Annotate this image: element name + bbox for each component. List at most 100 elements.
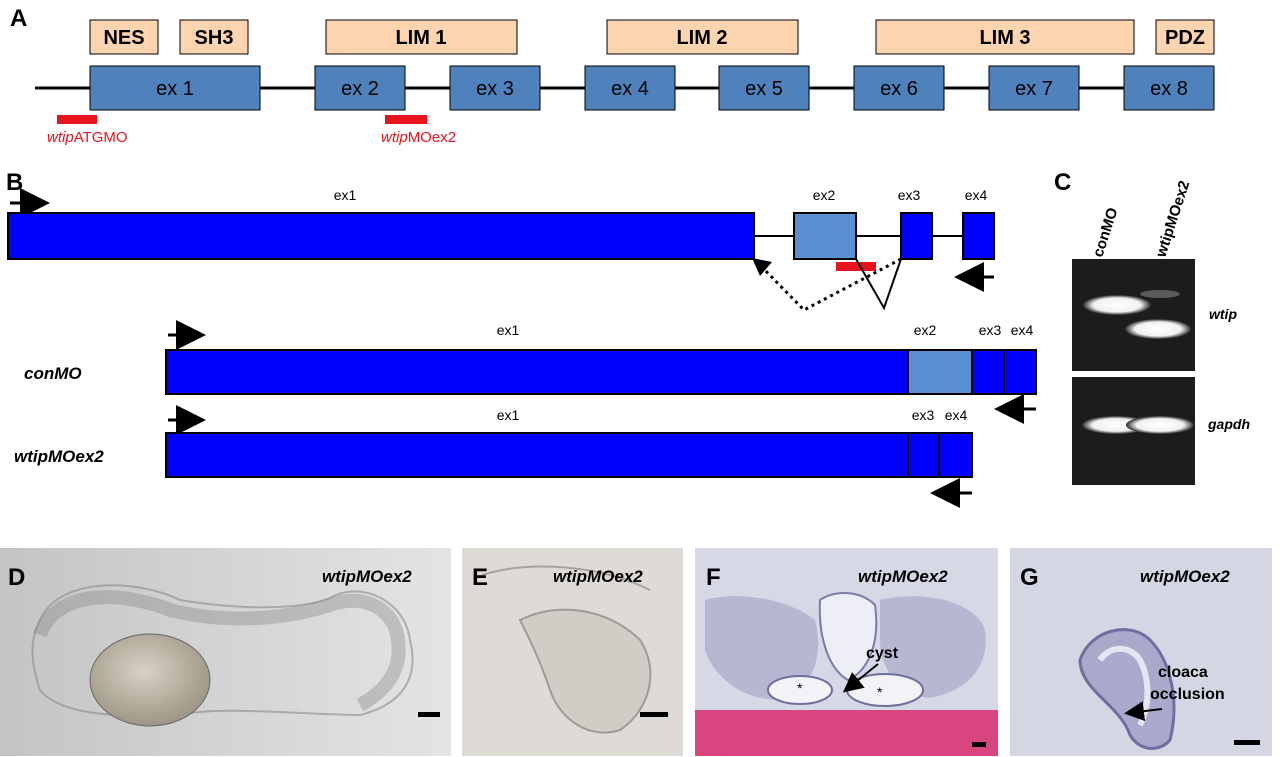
genomic-exon-4 xyxy=(962,212,995,260)
scale-bar xyxy=(418,712,440,717)
gel-wtip xyxy=(1072,259,1195,371)
ex2-morpholino-label: wtipMOex2 xyxy=(381,129,456,146)
panel-g-letter: G xyxy=(1020,564,1039,591)
he-pink-tissue xyxy=(695,710,998,756)
transcript-exon-2 xyxy=(907,349,973,395)
genomic-exon-2 xyxy=(793,212,857,260)
gel-column-label: conMO xyxy=(1090,205,1122,259)
domain-label: PDZ xyxy=(1165,27,1205,49)
asterisk-mark: * xyxy=(877,684,883,700)
panel-c: C conMO wtipMOex2 wtip gapdh xyxy=(1054,169,1250,485)
transcript-exon-label: ex4 xyxy=(945,407,968,423)
exon-2: ex 2 xyxy=(314,65,406,111)
conmo-transcript: conMO ex1 ex2 ex3 ex4 xyxy=(24,320,1037,424)
gel-background xyxy=(1072,259,1195,371)
domain-label: NES xyxy=(103,27,144,49)
panel-a: A NES SH3 LIM 1 LIM 2 LIM 3 xyxy=(10,5,1215,146)
transcript-exon-3 xyxy=(907,432,940,478)
domain-label: LIM 3 xyxy=(979,27,1030,49)
transcript-exon-label: ex3 xyxy=(979,322,1002,338)
mo-italic: wtip xyxy=(47,129,74,146)
transcript-exon-4 xyxy=(938,432,973,478)
exon-7: ex 7 xyxy=(988,65,1080,111)
gel-band-morphant xyxy=(1126,416,1194,434)
domain-sh3: SH3 xyxy=(179,19,249,55)
gel-band-faint xyxy=(1140,290,1180,298)
skip-splice-line xyxy=(755,257,902,312)
domain-label: LIM 1 xyxy=(395,27,446,49)
embryo-background xyxy=(0,548,451,756)
mo-suffix: MOex2 xyxy=(408,129,456,146)
exon-8: ex 8 xyxy=(1123,65,1215,111)
exon-6: ex 6 xyxy=(853,65,945,111)
transcript-exon-1 xyxy=(165,432,909,478)
exon-label: ex 8 xyxy=(1150,78,1188,100)
domain-label: SH3 xyxy=(195,27,234,49)
normal-splice-line xyxy=(855,258,902,311)
transcript-exon-label: ex1 xyxy=(497,407,520,423)
panel-d-letter: D xyxy=(8,564,25,591)
row-label: wtipMOex2 xyxy=(14,447,104,466)
exon-label: ex 7 xyxy=(1015,78,1053,100)
transcript-exon-label: ex4 xyxy=(1011,322,1034,338)
cyst-label: cyst xyxy=(866,645,899,662)
genomic-exon-label: ex4 xyxy=(965,187,988,203)
occlusion-arrow xyxy=(1124,701,1163,722)
genomic-exon-1 xyxy=(7,212,755,260)
dic-structure xyxy=(518,608,652,734)
exon-label: ex 4 xyxy=(611,78,649,100)
transcript-exon-4 xyxy=(1003,349,1037,395)
exon-label: ex 2 xyxy=(341,78,379,100)
cyst-lumen xyxy=(767,675,833,705)
row-label: conMO xyxy=(24,364,82,383)
gel-column-label: wtipMOex2 xyxy=(1152,179,1193,261)
exon-label: ex 1 xyxy=(156,78,194,100)
genomic-exon-label: ex2 xyxy=(813,187,836,203)
domain-lim2: LIM 2 xyxy=(606,19,799,55)
panel-b-letter: B xyxy=(6,169,23,196)
panel-a-letter: A xyxy=(10,5,27,32)
exon-4: ex 4 xyxy=(584,65,676,111)
genomic-exon-label: ex1 xyxy=(334,187,357,203)
gel-band-morphant xyxy=(1125,319,1191,339)
panel-d-photo: D wtipMOex2 xyxy=(0,548,451,756)
transcript-exon-label: ex3 xyxy=(912,407,935,423)
transcript-exon-3 xyxy=(971,349,1005,395)
panel-c-letter: C xyxy=(1054,169,1071,196)
domain-lim1: LIM 1 xyxy=(325,19,518,55)
gel-gapdh xyxy=(1072,377,1195,485)
asterisk-mark: * xyxy=(797,680,803,696)
domain-nes: NES xyxy=(89,19,159,55)
transcript-exon-label: ex1 xyxy=(497,322,520,338)
domain-pdz: PDZ xyxy=(1155,19,1215,55)
gel-band-conmo xyxy=(1083,295,1151,315)
embryo-outline xyxy=(31,584,414,717)
wtipmoex2-transcript: wtipMOex2 ex1 ex3 ex4 xyxy=(14,405,973,508)
scale-bar xyxy=(640,712,668,717)
cyst-lumen xyxy=(818,592,878,682)
genomic-exon-3 xyxy=(900,212,933,260)
exon-3: ex 3 xyxy=(449,65,541,111)
cyst-arrow xyxy=(842,663,879,693)
cloaca-label: cloaca xyxy=(1158,664,1208,681)
photo-label: wtipMOex2 xyxy=(1140,567,1230,586)
splice-arrowhead xyxy=(752,258,772,276)
panel-b: B ex1 ex2 ex3 ex4 conMO ex1 ex2 xyxy=(6,169,1037,508)
exon-label: ex 6 xyxy=(880,78,918,100)
tissue-lobe xyxy=(705,596,819,700)
gel-gene-label: wtip xyxy=(1209,306,1237,322)
scale-bar xyxy=(972,742,986,747)
photo-label: wtipMOex2 xyxy=(322,567,412,586)
domain-label: LIM 2 xyxy=(676,27,727,49)
mo-italic: wtip xyxy=(381,129,408,146)
occlusion-label: occlusion xyxy=(1150,686,1225,703)
atg-morpholino-label: wtipATGMO xyxy=(47,129,128,146)
domain-row: NES SH3 LIM 1 LIM 2 LIM 3 PDZ xyxy=(89,19,1215,55)
transcript-exon-label: ex2 xyxy=(914,322,937,338)
exon-5: ex 5 xyxy=(718,65,810,111)
atg-morpholino-bar xyxy=(57,115,97,124)
transcript-exon-1 xyxy=(165,349,909,395)
embryo-tail xyxy=(33,590,406,712)
ex2-morpholino-bar xyxy=(385,115,427,124)
